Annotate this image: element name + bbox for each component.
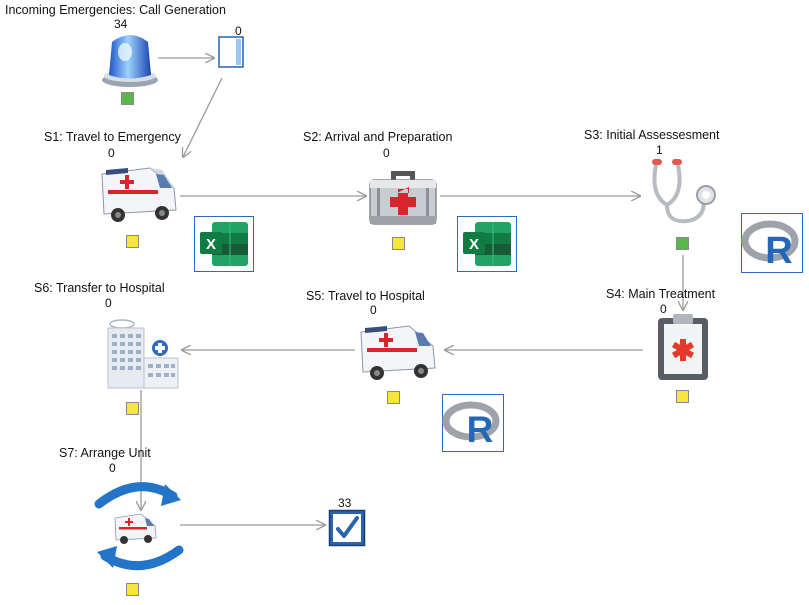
source-status-indicator (121, 92, 134, 105)
s7-count: 0 (109, 461, 116, 475)
s1-count: 0 (108, 146, 115, 160)
ambulance-icon[interactable] (98, 160, 180, 226)
queue-icon[interactable] (218, 36, 244, 68)
arrange-unit-cycle-icon[interactable] (93, 474, 185, 578)
excel-icon: X (194, 216, 254, 272)
ambulance-icon[interactable] (357, 318, 439, 382)
s6-count: 0 (105, 296, 112, 310)
s5-status-indicator (387, 391, 400, 404)
s7-status-indicator (126, 583, 139, 596)
s4-label: S4: Main Treatment (606, 287, 716, 301)
s2-label: S2: Arrival and Preparation (303, 130, 453, 144)
s3-label: S3: Initial Assessesment (584, 128, 720, 142)
excel-badge-s1[interactable]: X (194, 216, 254, 272)
s1-status-indicator (126, 235, 139, 248)
stethoscope-icon[interactable] (642, 155, 722, 231)
s5-label: S5: Travel to Hospital (306, 289, 425, 303)
r-logo-icon: R (442, 394, 504, 452)
clipboard-icon[interactable] (655, 312, 711, 382)
s2-status-indicator (392, 237, 405, 250)
s7-label: S7: Arrange Unit (59, 446, 151, 460)
sink-count: 33 (338, 496, 352, 510)
r-letter: R (467, 409, 494, 450)
r-badge-s3[interactable]: R (741, 213, 803, 273)
excel-letter: X (469, 236, 479, 253)
s4-count: 0 (660, 302, 667, 316)
s4-status-indicator (676, 390, 689, 403)
r-letter: R (765, 230, 792, 272)
excel-badge-s2[interactable]: X (457, 216, 517, 272)
excel-icon: X (457, 216, 517, 272)
arrow-queue-to-s1 (183, 77, 223, 157)
first-aid-kit-icon[interactable] (367, 167, 439, 229)
s3-status-indicator (676, 237, 689, 250)
source-count: 34 (114, 17, 128, 31)
s3-count: 1 (656, 143, 663, 157)
source-label: Incoming Emergencies: Call Generation (5, 3, 226, 17)
r-logo-icon: R (741, 213, 803, 273)
checkbox-sink-icon[interactable] (328, 509, 366, 547)
siren-icon[interactable] (100, 30, 160, 88)
hospital-icon[interactable] (100, 318, 182, 390)
s1-label: S1: Travel to Emergency (44, 130, 181, 144)
s2-count: 0 (383, 146, 390, 160)
r-badge-s5[interactable]: R (442, 394, 504, 452)
s5-count: 0 (370, 303, 377, 317)
s6-status-indicator (126, 402, 139, 415)
queue-count: 0 (235, 24, 242, 38)
excel-letter: X (206, 236, 216, 253)
s6-label: S6: Transfer to Hospital (34, 281, 165, 295)
